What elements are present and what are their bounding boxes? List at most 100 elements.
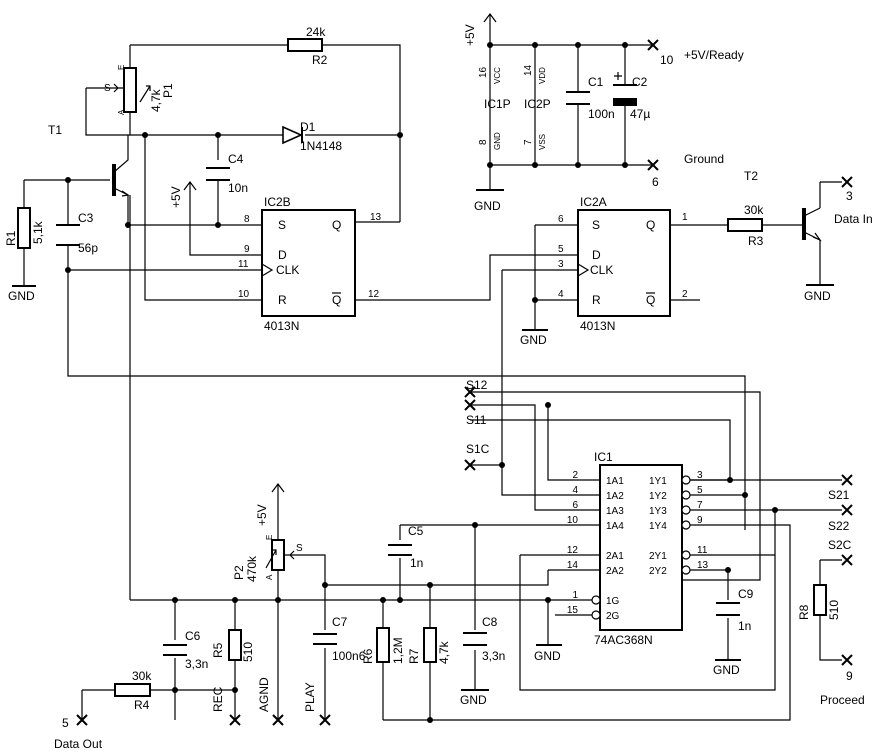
resistor-r2: [287, 38, 323, 52]
vdd-pin-num: 14: [523, 64, 534, 76]
vss-pin-num: 7: [523, 139, 534, 145]
ic2b-pin-r: R: [278, 293, 287, 307]
conn-s21-label: S21: [828, 488, 850, 502]
c7-value: 100n6: [332, 649, 366, 663]
c8-value: 3,3n: [482, 649, 505, 663]
ic2b-pin-qn: Q: [332, 293, 341, 307]
ic1-pin-num-5: 5: [697, 485, 703, 496]
supply-labels: +5V +5V +5V GND GND GND GND GND GND GND: [8, 24, 831, 707]
conn-proceed-label: Proceed: [820, 693, 865, 707]
r8-value: 510: [827, 600, 841, 620]
ic1-pin-name-1a4: 1A4: [606, 521, 624, 532]
resistor-r3: [727, 218, 763, 232]
gnd-label-ic1: GND: [534, 649, 561, 663]
t2-ref: T2: [744, 169, 758, 183]
capacitor-c1: [566, 91, 590, 105]
ic1-pin-name-2a1: 2A1: [606, 551, 624, 562]
conn-ground-num: 6: [652, 175, 659, 189]
ic2b-num-qn: 12: [368, 289, 380, 300]
capacitor-c3: [56, 224, 80, 246]
ic2a-num-qn: 2: [682, 289, 688, 300]
ic2b-num-clk: 11: [238, 259, 249, 270]
ic2a-num-q: 1: [682, 212, 688, 223]
ic2a-num-clk: 3: [558, 259, 564, 270]
d1-value: 1N4148: [300, 139, 342, 153]
vss-label: VSS: [538, 134, 547, 150]
ic1p-label: IC1P: [484, 97, 511, 111]
p1-value: 4,7k: [149, 88, 163, 112]
r7-value: 4,7k: [437, 640, 451, 664]
ic1-pin-num-12: 12: [567, 545, 579, 556]
ic1-pin-name-1y4: 1Y4: [649, 521, 667, 532]
c6-value: 3,3n: [185, 657, 208, 671]
resistor-r5: [228, 629, 242, 661]
c3-value: 56p: [78, 241, 98, 255]
ic1-pin-name-1y1: 1Y1: [649, 476, 667, 487]
capacitor-c5: [388, 544, 412, 556]
resistor-r7: [423, 627, 437, 663]
p2-pin-a: A: [265, 574, 274, 580]
capacitor-c2-plate: [613, 98, 637, 106]
ic1-pin-num-15: 15: [567, 605, 579, 616]
gnd-label-ic2a: GND: [520, 333, 547, 347]
r3-value: 30k: [744, 203, 764, 217]
ic1-pin-name-1a1: 1A1: [606, 476, 624, 487]
ic1-pin-num-11: 11: [697, 545, 708, 556]
ic2a-pin-q: Q: [646, 218, 655, 232]
ic2a-pin-clk: CLK: [590, 263, 613, 277]
c7-ref: C7: [332, 615, 348, 629]
conn-dataout-num: 5: [62, 716, 69, 730]
c3-ref: C3: [78, 211, 94, 225]
p1-pin-s: S: [104, 83, 111, 94]
r2-ref: R2: [312, 53, 328, 67]
c6-ref: C6: [185, 629, 201, 643]
ic1-pin-num-3: 3: [697, 470, 703, 481]
capacitor-c7: [313, 633, 337, 645]
gnd-pin-num: 8: [478, 139, 489, 145]
c9-ref: C9: [738, 587, 754, 601]
c2-value: 47µ: [630, 107, 650, 121]
c1-ref: C1: [588, 75, 604, 89]
vcc-label: VCC: [493, 67, 502, 84]
p1-ref: P1: [161, 83, 175, 98]
conn-agnd-label: AGND: [257, 677, 271, 712]
wires: [23, 25, 842, 721]
ic1-pin-num-4: 4: [572, 485, 578, 496]
ground-symbols: [12, 189, 834, 691]
ic1-pin-name-1a2: 1A2: [606, 491, 624, 502]
ic2b-pin-clk: CLK: [276, 263, 299, 277]
conn-dataout-label: Data Out: [54, 737, 103, 751]
ic2a-part: 4013N: [580, 319, 615, 333]
ic1-pin-num-13: 13: [697, 560, 709, 571]
p2-pin-e: E: [265, 535, 274, 540]
p1-pin-a: A: [117, 109, 126, 115]
c5-ref: C5: [408, 524, 424, 538]
ic2a-num-s: 6: [558, 214, 564, 225]
r2-value: 24k: [306, 25, 326, 39]
ic1-part: 74AC368N: [594, 633, 653, 647]
ic2b-pin-s: S: [278, 218, 286, 232]
p2-ref: P2: [232, 565, 246, 580]
diode-d1: [282, 125, 303, 145]
ic1-pin-name-1y2: 1Y2: [649, 491, 667, 502]
c4-value: 10n: [228, 181, 248, 195]
ic-boxes: [261, 209, 691, 631]
ic1-pin-num-9: 9: [697, 515, 703, 526]
ic2p-label: IC2P: [524, 97, 551, 111]
conn-ready-label: +5V/Ready: [684, 48, 744, 62]
r1-ref: R1: [4, 230, 18, 246]
gnd-label-power: GND: [474, 199, 501, 213]
c9-value: 1n: [738, 619, 751, 633]
ic1-pin-num-14: 14: [567, 560, 579, 571]
plus5v-label-p2: +5V: [255, 504, 269, 526]
p1-pin-e: E: [117, 65, 126, 70]
gnd-label-c8: GND: [460, 693, 487, 707]
resistors: [17, 38, 827, 697]
gnd-label: GND: [493, 132, 502, 150]
r4-value: 30k: [132, 669, 152, 683]
resistor-r4: [114, 683, 151, 697]
ic1-pin-name-2a2: 2A2: [606, 566, 624, 577]
plus5v-label-power: +5V: [463, 24, 477, 46]
plus5v-label-ic2b: +5V: [169, 186, 183, 208]
c2-ref: C2: [632, 75, 648, 89]
